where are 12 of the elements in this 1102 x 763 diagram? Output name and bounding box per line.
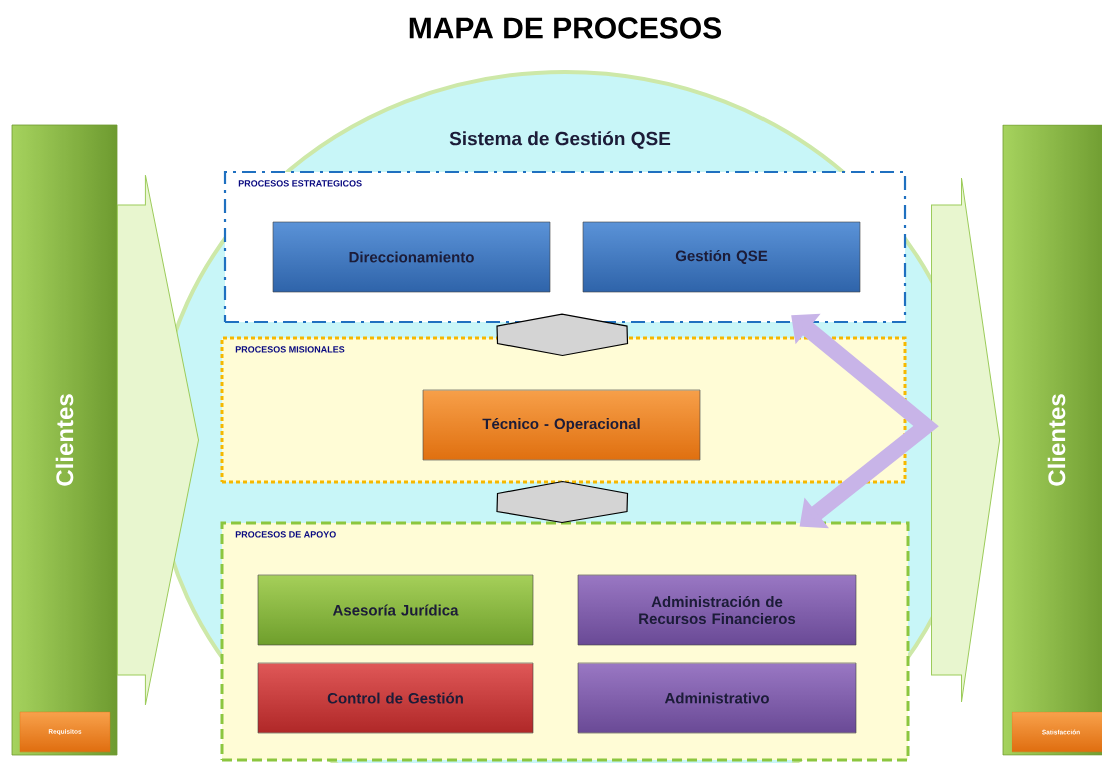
- process-box: Gestión QSE: [582, 221, 861, 293]
- process-box: Administrativo: [577, 662, 857, 734]
- process-box: Técnico - Operacional: [422, 389, 701, 461]
- title: MAPA DE PROCESOS: [409, 17, 722, 39]
- process-box: Asesoría Jurídica: [257, 574, 534, 646]
- double-arrow: [496, 480, 629, 524]
- process-box: Administración de Recursos Financieros: [577, 574, 857, 646]
- double-arrow: [496, 313, 629, 357]
- chevron-arrow: [116, 174, 199, 706]
- process-box: Control de Gestión: [257, 662, 534, 734]
- process-box: Direccionamiento: [272, 221, 551, 293]
- chevron-arrow: [931, 177, 1001, 703]
